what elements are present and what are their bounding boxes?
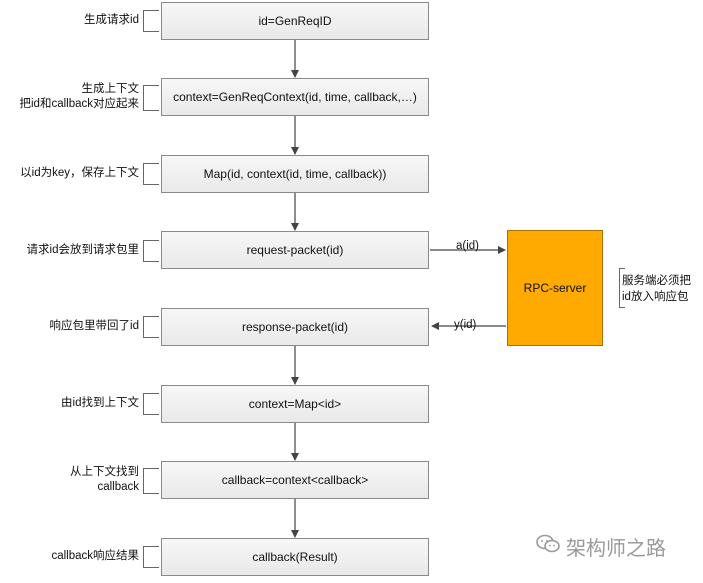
step-request-packet: request-packet(id)	[161, 231, 429, 269]
rpc-server-box: RPC-server	[507, 230, 603, 346]
step-label: id=GenReqID	[258, 14, 332, 28]
step-label: Map(id, context(id, time, callback))	[203, 167, 387, 181]
note-bracket	[143, 468, 159, 494]
note-bracket	[143, 316, 159, 338]
step-get-callback: callback=context<callback>	[161, 461, 429, 499]
step-invoke-callback: callback(Result)	[161, 538, 429, 576]
step-label: context=GenReqContext(id, time, callback…	[173, 90, 417, 104]
step-label: callback=context<callback>	[221, 473, 369, 487]
rpc-server-label: RPC-server	[523, 281, 587, 295]
note-request-packet: 请求id会放到请求包里	[26, 244, 139, 256]
step-label: callback(Result)	[252, 550, 338, 564]
note-bracket	[143, 10, 159, 32]
step-map-save: Map(id, context(id, time, callback))	[161, 155, 429, 193]
step-label: request-packet(id)	[246, 243, 344, 257]
note-bracket	[143, 163, 159, 185]
note-gen-req-id: 生成请求id	[84, 14, 139, 26]
wechat-icon	[536, 534, 560, 559]
response-edge-label: y(id)	[454, 319, 477, 331]
step-gen-context: context=GenReqContext(id, time, callback…	[161, 78, 429, 116]
note-invoke-callback: callback响应结果	[51, 550, 139, 562]
watermark: 架构师之路	[536, 532, 666, 561]
note-map-lookup: 由id找到上下文	[61, 397, 139, 409]
step-response-packet: response-packet(id)	[161, 308, 429, 346]
note-response-packet: 响应包里带回了id	[49, 320, 139, 332]
step-label: response-packet(id)	[241, 320, 349, 334]
step-label: context=Map<id>	[248, 397, 342, 411]
watermark-text: 架构师之路	[566, 536, 666, 560]
note-bracket	[143, 85, 159, 111]
rpc-server-note: 服务端必须把 id放入响应包	[622, 275, 691, 303]
note-bracket	[143, 240, 159, 262]
note-map-save: 以id为key，保存上下文	[20, 167, 139, 179]
request-edge-label: a(id)	[456, 240, 480, 252]
note-gen-context: 生成上下文 把id和callback对应起来	[19, 83, 140, 110]
step-map-lookup: context=Map<id>	[161, 385, 429, 423]
note-bracket	[143, 546, 159, 568]
note-get-callback: 从上下文找到 callback	[70, 466, 139, 493]
note-bracket	[143, 393, 159, 415]
step-gen-req-id: id=GenReqID	[161, 2, 429, 40]
rpc-note-bracket	[619, 268, 625, 308]
